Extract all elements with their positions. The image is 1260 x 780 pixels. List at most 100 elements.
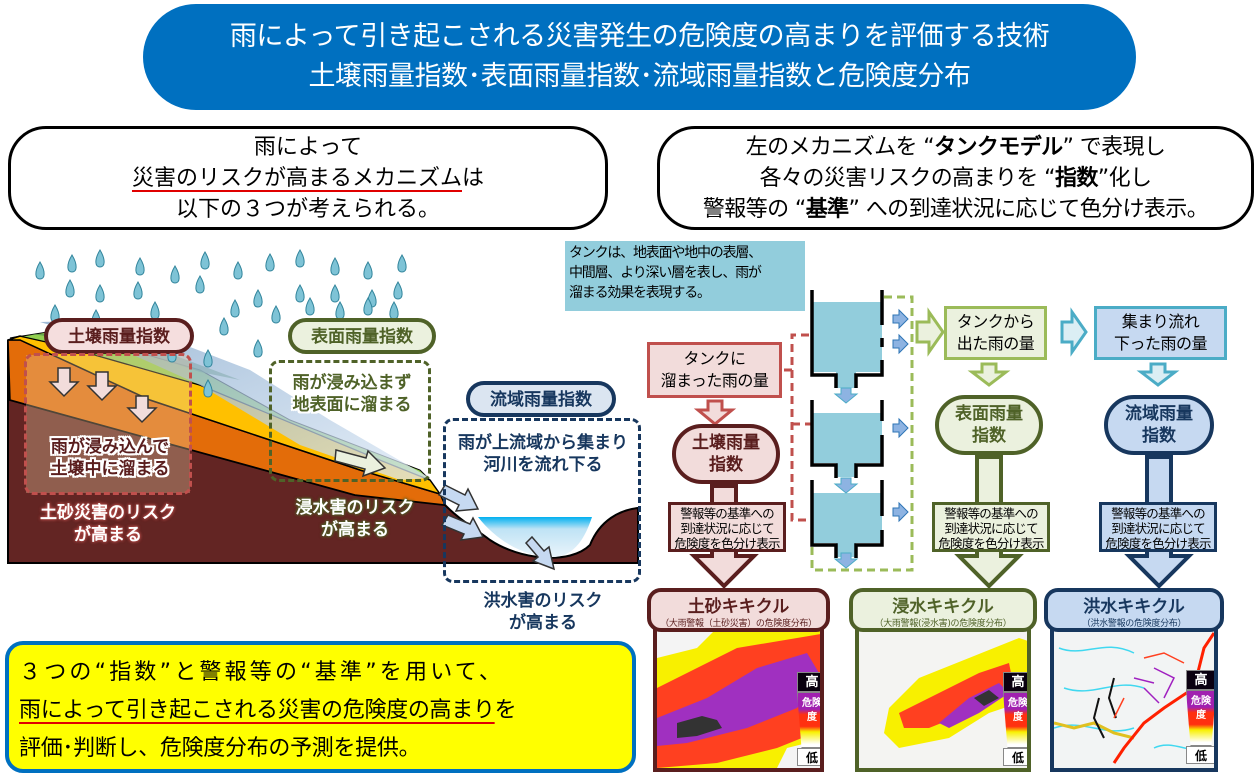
title-line-1: 雨によって引き起こされる災害発生の危険度の高まりを評価する技術	[229, 21, 1050, 52]
surface-desc-line-2: 地表面に溜まる	[292, 395, 412, 415]
legend-high: 高	[1186, 670, 1214, 690]
slope-landscape-illustration	[7, 249, 639, 571]
basin-description: 雨が上流域から集まり 河川を流れ下る	[447, 432, 639, 476]
criteria-line-3: 危険度を色分け表示	[674, 536, 780, 551]
summary-tail: を	[494, 698, 517, 723]
raindrop	[203, 349, 213, 368]
bold-index: 指数	[1054, 165, 1098, 191]
tank-out-box: タンクから 出た雨の量	[944, 306, 1047, 360]
raindrop	[95, 249, 105, 268]
inundation-kikikuru-card[interactable]: 浸水キキクル （大雨警報(浸水害)の危険度分布） 高 危険度 低	[849, 588, 1037, 772]
surface-desc-line-1: 雨が浸み込まず	[292, 373, 412, 393]
map-title: 土砂キキクル	[687, 597, 790, 617]
tank-out-line-1: タンクから	[956, 312, 1035, 331]
idx-surface-line-2: 指数	[972, 426, 1006, 446]
summary-underlined: 雨によって引き起こされる災害の危険度の高まり	[19, 698, 495, 723]
idx-basin-line-2: 指数	[1142, 426, 1176, 446]
map-header: 土砂キキクル （大雨警報（土砂災害）の危険度分布）	[647, 588, 830, 632]
tank-note-line-1: タンクは、地表面や地中の表層、	[569, 245, 762, 261]
criteria-line-2: 到達状況に応じて	[680, 521, 774, 536]
legend-low: 低	[1186, 746, 1214, 764]
criteria-line-2: 到達状況に応じて	[944, 521, 1038, 536]
raindrop	[200, 251, 210, 270]
legend-mid: 危険度	[1003, 692, 1027, 748]
basin-criteria-box: 警報等の基準への 到達状況に応じて 危険度を色分け表示	[1099, 502, 1217, 552]
basin-zone-box	[443, 418, 641, 583]
risk-map-graphic	[657, 628, 820, 768]
summary-line-3: 評価･判断し、危険度分布の予測を提供。	[19, 736, 421, 761]
tank-1	[810, 290, 884, 388]
tank-2	[810, 400, 884, 478]
criteria-line-1: 警報等の基準への	[944, 506, 1038, 521]
text-segment: ”化し	[1097, 165, 1152, 191]
collected-line-1: 集まり流れ	[1121, 312, 1200, 331]
soil-criteria-box: 警報等の基準への 到達状況に応じて 危険度を色分け表示	[668, 502, 786, 552]
tank-out-arrow	[915, 307, 945, 357]
legend-low: 低	[1003, 748, 1027, 766]
text-segment: 左のメカニズムを “	[745, 134, 935, 160]
criteria-line-2: 到達状況に応じて	[1111, 521, 1205, 536]
raindrop	[271, 305, 281, 324]
tank-out-line-2: 出た雨の量	[956, 334, 1035, 353]
tank-model-note: タンクは、地表面や地中の表層、 中間層、より深い層を表し、雨が 溜まる効果を表現…	[565, 241, 805, 311]
soil-zone-box	[24, 353, 192, 495]
criteria-line-1: 警報等の基準への	[680, 506, 774, 521]
raindrop	[65, 279, 75, 298]
summary-line-2: 雨によって引き起こされる災害の危険度の高まりを	[19, 692, 622, 730]
text-segment: ” で表現し	[1062, 134, 1166, 160]
raindrop	[330, 257, 340, 276]
raindrop	[253, 339, 263, 358]
flood-kikikuru-card[interactable]: 洪水キキクル （洪水警報の危険度分布） 高 危険度 低	[1044, 588, 1224, 772]
map-subtitle: （大雨警報(浸水害)の危険度分布）	[874, 619, 1012, 629]
idx-basin-line-1: 流域雨量	[1125, 404, 1193, 424]
raindrop	[35, 261, 45, 280]
stored-down-arrow	[693, 399, 737, 426]
infiltration-arrows	[48, 367, 158, 424]
bold-tank-model: タンクモデル	[934, 134, 1063, 160]
landslide-kikikuru-card[interactable]: 土砂キキクル （大雨警報（土砂災害）の危険度分布） 高 危険度 低	[647, 588, 830, 772]
raindrop	[363, 261, 373, 280]
raindrop	[133, 281, 143, 300]
raindrop	[95, 284, 105, 303]
tank-model-callout: 左のメカニズムを “タンクモデル” で表現し 各々の災害リスクの高まりを “指数…	[657, 126, 1254, 230]
river-flow-arrows	[437, 484, 556, 571]
raindrop	[233, 261, 243, 280]
collected-arrow	[1060, 307, 1088, 357]
legend-high: 高	[797, 672, 820, 692]
soil-risk-line-1: 土砂災害のリスク	[40, 503, 176, 523]
legend-low: 低	[797, 748, 820, 766]
risk-map[interactable]: 高 危険度 低	[1050, 628, 1218, 772]
map-subtitle: （洪水警報の危険度分布）	[1081, 619, 1187, 629]
risk-map[interactable]: 高 危険度 低	[855, 628, 1031, 772]
criteria-line-3: 危険度を色分け表示	[1105, 536, 1211, 551]
idx-soil-line-1: 土壌雨量	[692, 433, 760, 453]
risk-map[interactable]: 高 危険度 低	[653, 628, 824, 772]
river-water	[478, 517, 592, 558]
risk-legend: 高 危険度 低	[1186, 670, 1214, 764]
callout-left-underlined: 災害のリスクが高まるメカニズム	[131, 165, 462, 191]
summary-line-1: ３つの“指数”と警報等の“基準”を用いて、	[19, 660, 505, 685]
callout-left-line-3: 以下の３つが考えられる。	[175, 196, 440, 222]
soil-desc-line-1: 雨が浸み込んで	[50, 437, 170, 457]
raindrop	[330, 284, 340, 303]
raindrop	[219, 317, 229, 336]
soil-description: 雨が浸み込んで 土壌中に溜まる	[30, 436, 190, 480]
map-header: 浸水キキクル （大雨警報(浸水害)の危険度分布）	[849, 588, 1037, 632]
risk-legend: 高 危険度 低	[1003, 672, 1027, 766]
text-segment: 警報等の “	[702, 196, 806, 222]
soil-desc-line-2: 土壌中に溜まる	[50, 459, 170, 479]
flood-risk-text: 洪水害のリスク が高まる	[458, 590, 628, 634]
tank-note-line-3: 溜まる効果を表現する。	[569, 285, 711, 301]
tank-stored-line-1: タンクに	[683, 349, 746, 368]
raindrop	[305, 297, 315, 316]
tank-side-arrows	[892, 308, 909, 523]
surface-description: 雨が浸み込まず 地表面に溜まる	[272, 372, 432, 416]
text-segment: ” への到達状況に応じて色分け表示。	[848, 196, 1209, 222]
tank-down-arrows	[833, 387, 859, 569]
surface-zone-box	[269, 360, 431, 482]
raindrops	[35, 249, 407, 398]
surface-index-pill: 表面雨量 指数	[935, 395, 1043, 455]
callout-right-line-2: 各々の災害リスクの高まりを “指数”化し	[660, 163, 1251, 194]
raindrop	[363, 297, 373, 316]
tank-3	[810, 480, 884, 558]
